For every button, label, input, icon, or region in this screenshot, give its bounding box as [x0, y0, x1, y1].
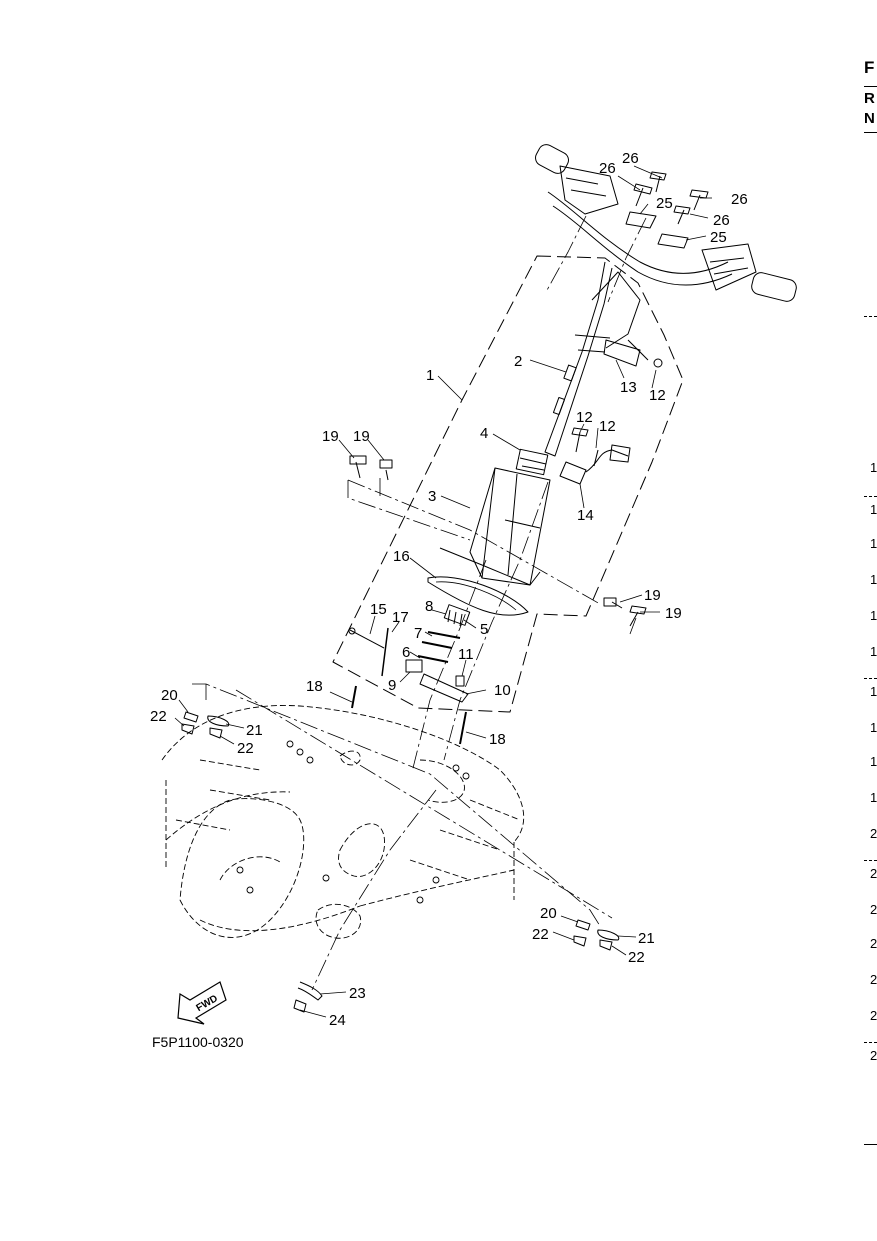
margin-number: 1: [870, 790, 877, 805]
callout-2: 2: [514, 353, 522, 370]
steering-column: [544, 261, 641, 457]
margin-number: 2: [870, 972, 877, 987]
callout-18: 18: [306, 678, 323, 695]
callout-13: 13: [620, 379, 637, 396]
assembly-group-boundary: [332, 255, 684, 713]
callout-25: 25: [656, 195, 673, 212]
callout-5: 5: [480, 621, 488, 638]
callout-17: 17: [392, 609, 409, 626]
callout-22: 22: [628, 949, 645, 966]
handlebar: [535, 144, 797, 302]
margin-number: 2: [870, 866, 877, 881]
margin-letter: R: [864, 90, 875, 107]
callout-19: 19: [322, 428, 339, 445]
margin-number: 2: [870, 1008, 877, 1023]
callout-19: 19: [665, 605, 682, 622]
callout-19: 19: [644, 587, 661, 604]
callout-12: 12: [599, 418, 616, 435]
margin-number: 1: [870, 460, 877, 475]
callout-1: 1: [426, 367, 434, 384]
callout-22: 22: [532, 926, 549, 943]
margin-number: 2: [870, 902, 877, 917]
small-parts: [348, 339, 663, 703]
callout-3: 3: [428, 488, 436, 505]
callout-26: 26: [731, 191, 748, 208]
margin-rule: [864, 678, 877, 679]
callout-16: 16: [393, 548, 410, 565]
callout-26: 26: [599, 160, 616, 177]
hull-fixing-holes: [236, 740, 470, 904]
margin-rule: [864, 496, 877, 497]
leader-lines: [174, 165, 712, 1018]
margin-number: 1: [870, 608, 877, 623]
callout-12: 12: [649, 387, 666, 404]
callout-14: 14: [577, 507, 594, 524]
callout-10: 10: [494, 682, 511, 699]
callout-22: 22: [150, 708, 167, 725]
callout-labels: 26 26 26 26 25 25 2 1 13 12 12 12 4 14 1…: [150, 150, 748, 1029]
margin-rule: [864, 1144, 877, 1145]
margin-rule: [864, 86, 877, 87]
margin-number: 1: [870, 572, 877, 587]
callout-24: 24: [329, 1012, 346, 1029]
callout-9: 9: [388, 677, 396, 694]
callout-20: 20: [540, 905, 557, 922]
margin-number: 1: [870, 720, 877, 735]
margin-number: 2: [870, 826, 877, 841]
margin-number: 1: [870, 536, 877, 551]
callout-11: 11: [458, 646, 474, 663]
callout-26: 26: [622, 150, 639, 167]
callout-26: 26: [713, 212, 730, 229]
callout-8: 8: [425, 598, 433, 615]
figure-code: F5P1100-0320: [152, 1034, 244, 1050]
column-base: [439, 448, 551, 586]
margin-rule: [864, 132, 877, 133]
margin-letter: F: [864, 58, 875, 77]
margin-number: 1: [870, 754, 877, 769]
callout-6: 6: [402, 644, 410, 661]
margin-letter: N: [864, 110, 875, 127]
margin-number: 1: [870, 502, 877, 517]
callout-7: 7: [414, 625, 422, 642]
centre-lines: [192, 215, 647, 991]
callout-25: 25: [710, 229, 727, 246]
callout-21: 21: [246, 722, 263, 739]
callout-4: 4: [480, 425, 488, 442]
margin-number: 1: [870, 684, 877, 699]
hull-deck: [161, 705, 525, 939]
margin-rule: [864, 1042, 877, 1043]
base-gasket: [427, 576, 529, 616]
fwd-arrow-icon: FWD: [177, 981, 227, 1025]
fasteners: [181, 171, 709, 1013]
callout-15: 15: [370, 601, 387, 618]
callout-19: 19: [353, 428, 370, 445]
callout-21: 21: [638, 930, 655, 947]
margin-number: 1: [870, 644, 877, 659]
callout-12: 12: [576, 409, 593, 426]
callout-22: 22: [237, 740, 254, 757]
margin-number: 2: [870, 936, 877, 951]
margin-number: 2: [870, 1048, 877, 1063]
callout-18: 18: [489, 731, 506, 748]
margin-rule: [864, 316, 877, 317]
margin-rule: [864, 860, 877, 861]
callout-23: 23: [349, 985, 366, 1002]
callout-20: 20: [161, 687, 178, 704]
